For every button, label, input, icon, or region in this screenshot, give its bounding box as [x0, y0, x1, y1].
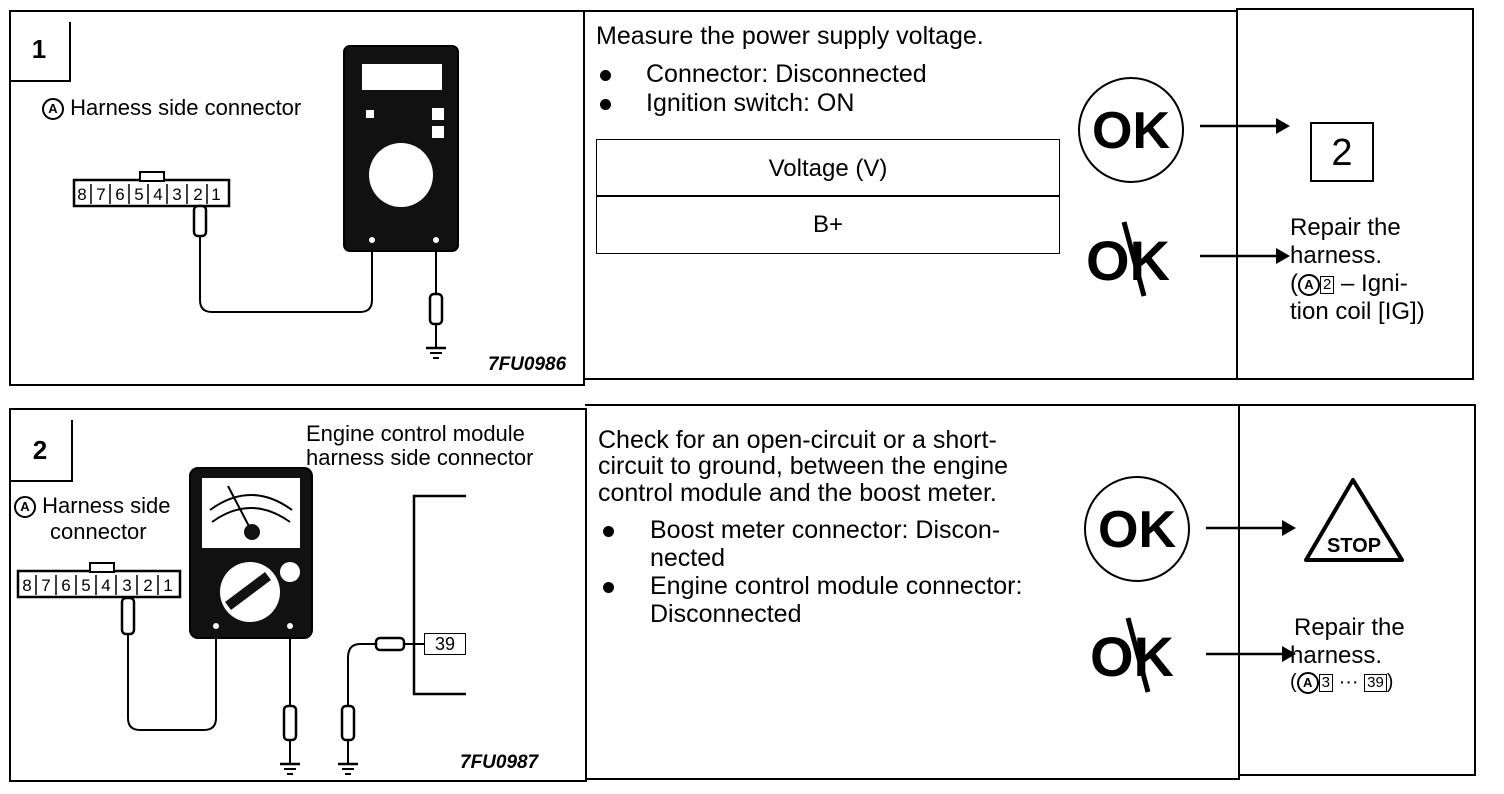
- step2-connector-diagram: 8 7 6 5 4 3 2 1: [16, 467, 466, 775]
- step2-ng-arrow-icon: [1206, 646, 1296, 662]
- step2-ecm-pin: 39: [424, 633, 466, 655]
- step1-ng-text-2: harness.: [1290, 242, 1383, 269]
- terminal-box: 3: [1318, 673, 1334, 692]
- step2-number: 2: [9, 420, 73, 482]
- step2-connector-label-2: connector: [50, 519, 147, 544]
- step2-result-panel: [1238, 404, 1476, 776]
- step1-ng-icon: OK: [1086, 221, 1170, 297]
- connector-marker-a: A: [1298, 273, 1320, 296]
- connector-marker-a: A: [42, 98, 64, 121]
- step1-ok-arrow-icon: [1200, 118, 1290, 134]
- step2-figure-code: 7FU0987: [460, 752, 539, 773]
- bullet-icon: [600, 99, 611, 110]
- step1-condition-1: Connector: Disconnected: [646, 60, 927, 88]
- pin-8: 8: [77, 185, 86, 204]
- step2-condition-1b: nected: [650, 544, 726, 572]
- svg-text:OK: OK: [1092, 102, 1170, 160]
- pin-2: 2: [193, 185, 202, 204]
- step2-ng-text-2: harness.: [1290, 642, 1383, 669]
- step2-condition-2a: Engine control module connector:: [650, 572, 1023, 600]
- step1-ng-arrow-icon: [1200, 248, 1290, 264]
- svg-text:OK: OK: [1098, 501, 1176, 559]
- bullet-icon: [603, 526, 614, 537]
- step2-ng-icon: OK: [1090, 617, 1174, 693]
- step2-instruction-2: circuit to ground, between the engine: [598, 452, 1008, 480]
- step1-table-value: B+: [596, 195, 1060, 254]
- pin-6: 6: [61, 576, 70, 595]
- bullet-icon: [603, 582, 614, 593]
- step2-instruction-3: control module and the boost meter.: [598, 479, 997, 507]
- pin-8: 8: [22, 576, 31, 595]
- step1-table-header: Voltage (V): [596, 139, 1060, 197]
- pin-2: 2: [143, 576, 152, 595]
- pin-6: 6: [115, 185, 124, 204]
- pin-5: 5: [134, 185, 143, 204]
- terminal-box: 39: [1364, 673, 1387, 692]
- step2-ng-text-1: Repair the: [1294, 614, 1405, 641]
- svg-text:STOP: STOP: [1327, 535, 1381, 557]
- pin-3: 3: [172, 185, 181, 204]
- step2-ecm-label-2: harness side connector: [306, 445, 534, 470]
- terminal-box: 2: [1320, 275, 1335, 294]
- step2-connector-label-1: A Harness side: [14, 494, 171, 519]
- pin-7: 7: [96, 185, 105, 204]
- step1-figure-code: 7FU0986: [488, 354, 567, 375]
- pin-4: 4: [101, 576, 110, 595]
- step1-number: 1: [9, 22, 71, 82]
- step1-ok-target: 2: [1310, 122, 1374, 182]
- pin-7: 7: [41, 576, 50, 595]
- step1-result-panel: [1236, 8, 1474, 380]
- step2-condition-2b: Disconnected: [650, 600, 802, 628]
- pin-1: 1: [211, 185, 220, 204]
- step2-ok-arrow-icon: [1206, 520, 1296, 536]
- stop-icon: STOP: [1304, 478, 1404, 562]
- step2-condition-1a: Boost meter connector: Discon-: [650, 516, 1001, 544]
- step1-ng-text-4: tion coil [IG]): [1290, 298, 1425, 325]
- step1-ok-icon: OK: [1078, 77, 1184, 183]
- pin-1: 1: [163, 576, 172, 595]
- step2-instruction-1: Check for an open-circuit or a short-: [598, 426, 997, 454]
- step2-ok-icon: OK: [1084, 476, 1190, 582]
- step1-instruction: Measure the power supply voltage.: [596, 22, 984, 50]
- step1-connector-label: A Harness side connector: [42, 96, 301, 121]
- connector-marker-a: A: [1296, 671, 1319, 694]
- step1-diagram-panel: [9, 10, 585, 386]
- connector-marker-a: A: [14, 496, 36, 519]
- pin-5: 5: [81, 576, 90, 595]
- pin-3: 3: [122, 576, 131, 595]
- bullet-icon: [600, 70, 611, 81]
- step1-condition-2: Ignition switch: ON: [646, 89, 855, 117]
- pin-4: 4: [153, 185, 162, 204]
- step1-ng-text-1: Repair the: [1290, 214, 1401, 241]
- step2-diagram-panel: [9, 408, 587, 782]
- step2-ecm-label-1: Engine control module: [306, 421, 525, 446]
- step1-connector-diagram: 8 7 6 5 4 3 2 1: [72, 45, 459, 359]
